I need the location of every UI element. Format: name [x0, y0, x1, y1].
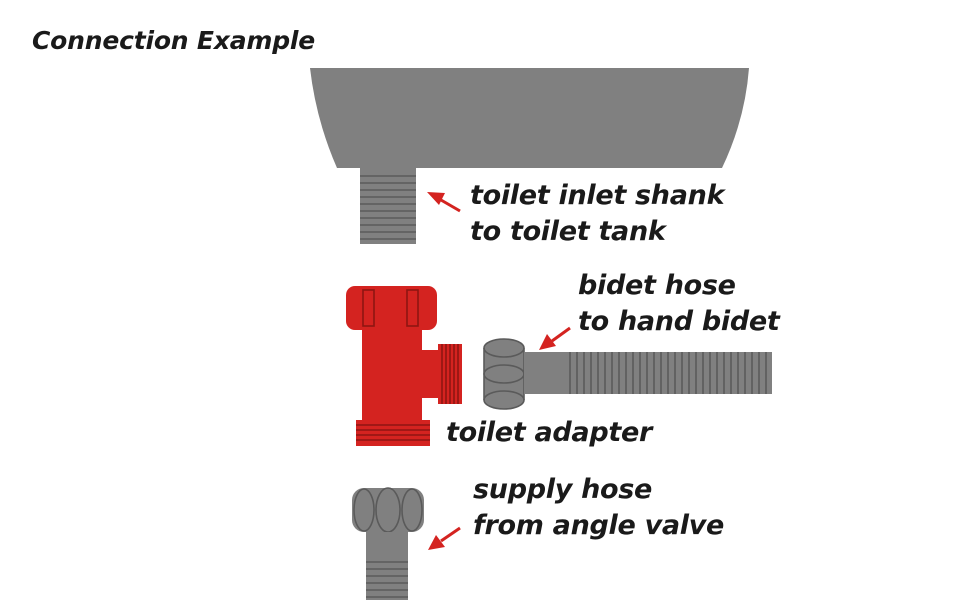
label-supply-hose-line1: supply hose	[473, 474, 653, 505]
toilet-adapter-fitting	[346, 286, 462, 446]
arrow-inlet-shank	[427, 192, 461, 213]
label-inlet-shank: toilet inlet shank to toilet tank	[470, 178, 725, 250]
label-supply-hose: supply hose from angle valve	[473, 472, 724, 544]
toilet-inlet-shank	[360, 168, 416, 244]
label-inlet-shank-line2: to toilet tank	[470, 216, 666, 247]
supply-hose	[352, 487, 424, 600]
diagram-title: Connection Example	[32, 26, 316, 55]
arrow-supply-hose	[428, 526, 461, 550]
arrow-bidet-hose	[539, 326, 571, 350]
label-adapter-line1: toilet adapter	[446, 417, 653, 448]
label-bidet-hose: bidet hose to hand bidet	[578, 268, 780, 340]
label-bidet-hose-line2: to hand bidet	[578, 306, 780, 337]
label-inlet-shank-line1: toilet inlet shank	[470, 180, 725, 211]
label-bidet-hose-line1: bidet hose	[578, 270, 736, 301]
toilet-tank	[310, 68, 749, 168]
bidet-hose	[483, 338, 772, 410]
label-supply-hose-line2: from angle valve	[473, 510, 725, 541]
label-adapter: toilet adapter	[446, 415, 652, 451]
